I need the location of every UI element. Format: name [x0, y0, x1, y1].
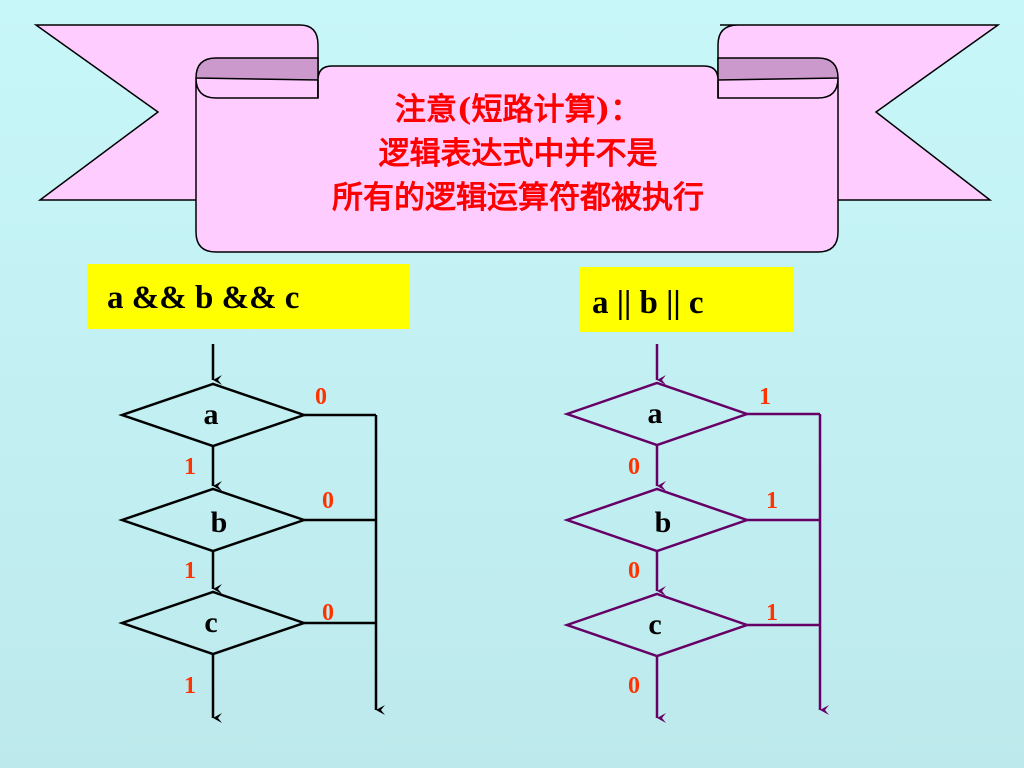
and-true-label-b: 1	[184, 558, 196, 584]
or-false-label-c: 0	[628, 673, 640, 699]
and-true-label-a: 1	[184, 454, 196, 480]
banner-line-2: 逻辑表达式中并不是	[378, 136, 658, 172]
banner-left-fold	[195, 57, 319, 81]
and-expression-box: a && b && c	[87, 264, 410, 329]
banner-ribbon	[33, 24, 1001, 253]
or-flowchart	[563, 344, 829, 723]
or-node-a: a	[648, 397, 663, 430]
or-false-label-b: 0	[628, 558, 640, 584]
or-false-label-a: 0	[628, 454, 640, 480]
and-expression: a && b && c	[107, 280, 300, 316]
and-false-label-a: 0	[315, 384, 327, 410]
and-false-label-b: 0	[322, 488, 334, 514]
banner-right-fold	[717, 57, 839, 81]
or-node-c: c	[648, 608, 661, 641]
or-node-b: b	[655, 506, 672, 539]
banner-text: 注意(短路计算)： 逻辑表达式中并不是 所有的逻辑运算符都被执行	[200, 88, 836, 220]
or-true-label-c: 1	[766, 600, 778, 626]
and-flowchart	[118, 344, 385, 723]
and-false-label-c: 0	[322, 600, 334, 626]
and-node-c: c	[204, 606, 217, 639]
banner-line-1: 注意(短路计算)：	[394, 92, 642, 128]
or-true-label-b: 1	[766, 488, 778, 514]
or-true-label-a: 1	[759, 384, 771, 410]
and-node-b: b	[211, 506, 228, 539]
and-node-a: a	[204, 398, 219, 431]
banner-line-3: 所有的逻辑运算符都被执行	[332, 180, 704, 216]
and-true-label-c: 1	[184, 673, 196, 699]
or-expression-box: a || b || c	[580, 267, 794, 332]
or-expression: a || b || c	[592, 285, 704, 321]
